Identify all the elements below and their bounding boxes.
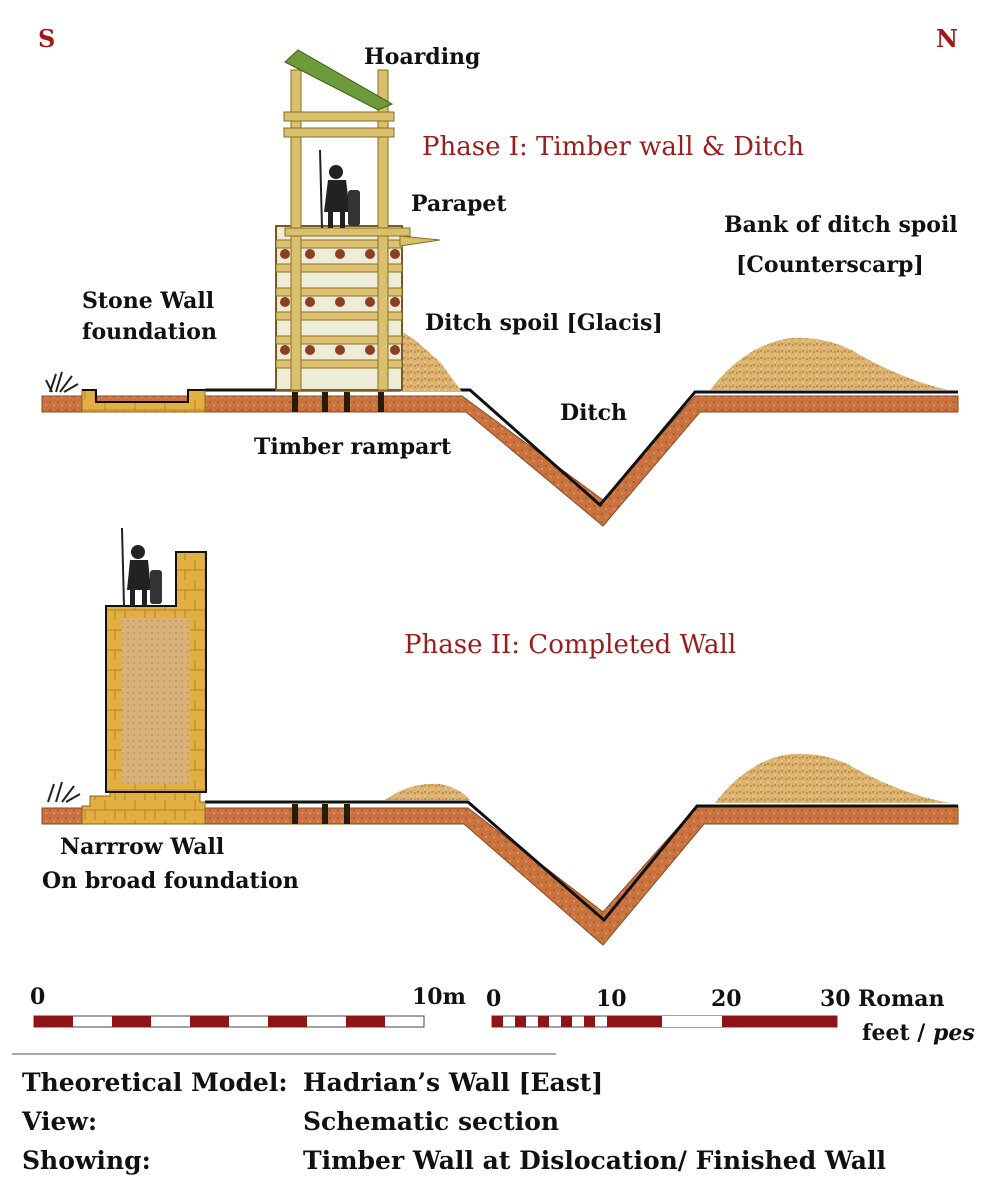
footer-key-showing: Showing: xyxy=(22,1146,151,1175)
phase2-surface-line xyxy=(205,800,958,923)
label-ditch: Ditch xyxy=(560,400,627,426)
phase2-title: Phase II: Completed Wall xyxy=(404,630,737,660)
phase1-section xyxy=(41,49,959,527)
grass-tuft-2 xyxy=(47,781,81,803)
roman-tick-10: 10 xyxy=(596,986,627,1012)
label-glacis: Ditch spoil [Glacis] xyxy=(425,310,663,336)
glacis-spoil xyxy=(400,330,462,392)
roman-tick-30: 30 xyxy=(820,986,851,1012)
phase1-title: Phase I: Timber wall & Ditch xyxy=(422,132,805,162)
narrow-stone-wall xyxy=(105,551,207,793)
metric-scale-end: 10m xyxy=(412,984,466,1010)
compass-north: N xyxy=(936,24,958,53)
hoarding-roof xyxy=(284,49,394,111)
label-broad-foundation: On broad foundation xyxy=(42,868,299,894)
counterscarp-bank xyxy=(710,337,948,390)
metric-scale-zero: 0 xyxy=(30,984,46,1010)
roman-tick-0: 0 xyxy=(486,986,502,1012)
broad-foundation xyxy=(81,789,206,825)
label-counterscarp-1: Bank of ditch spoil xyxy=(724,212,958,238)
label-hoarding: Hoarding xyxy=(364,44,481,70)
soldier-figure-2 xyxy=(121,527,162,607)
phase2-glacis xyxy=(385,783,470,800)
roman-unit-label-2: feet / pes xyxy=(862,1020,975,1046)
soldier-figure-1 xyxy=(319,149,360,229)
metric-scale-bar xyxy=(33,1015,425,1028)
label-parapet: Parapet xyxy=(411,191,507,217)
label-narrow-wall: Narrrow Wall xyxy=(60,834,225,860)
timber-tower xyxy=(275,49,441,391)
label-counterscarp-2: [Counterscarp] xyxy=(736,252,924,278)
footer-value-showing: Timber Wall at Dislocation/ Finished Wal… xyxy=(303,1146,886,1175)
footer-value-view: Schematic section xyxy=(303,1107,560,1136)
compass-south: S xyxy=(38,24,56,53)
footer-key-view: View: xyxy=(22,1107,98,1136)
label-timber-rampart: Timber rampart xyxy=(254,434,452,460)
roman-unit-label: Roman xyxy=(858,986,945,1012)
label-stone-wall: Stone Wall foundation xyxy=(82,288,217,345)
footer-key-model: Theoretical Model: xyxy=(22,1068,288,1097)
timber-rampart-posts xyxy=(292,392,384,412)
grass-tuft xyxy=(45,371,79,393)
roman-tick-20: 20 xyxy=(711,986,742,1012)
footer-value-model: Hadrian’s Wall [East] xyxy=(303,1068,604,1097)
phase2-counterscarp xyxy=(715,753,950,803)
roman-scale-bar xyxy=(491,1015,838,1028)
phase2-section xyxy=(41,527,959,946)
